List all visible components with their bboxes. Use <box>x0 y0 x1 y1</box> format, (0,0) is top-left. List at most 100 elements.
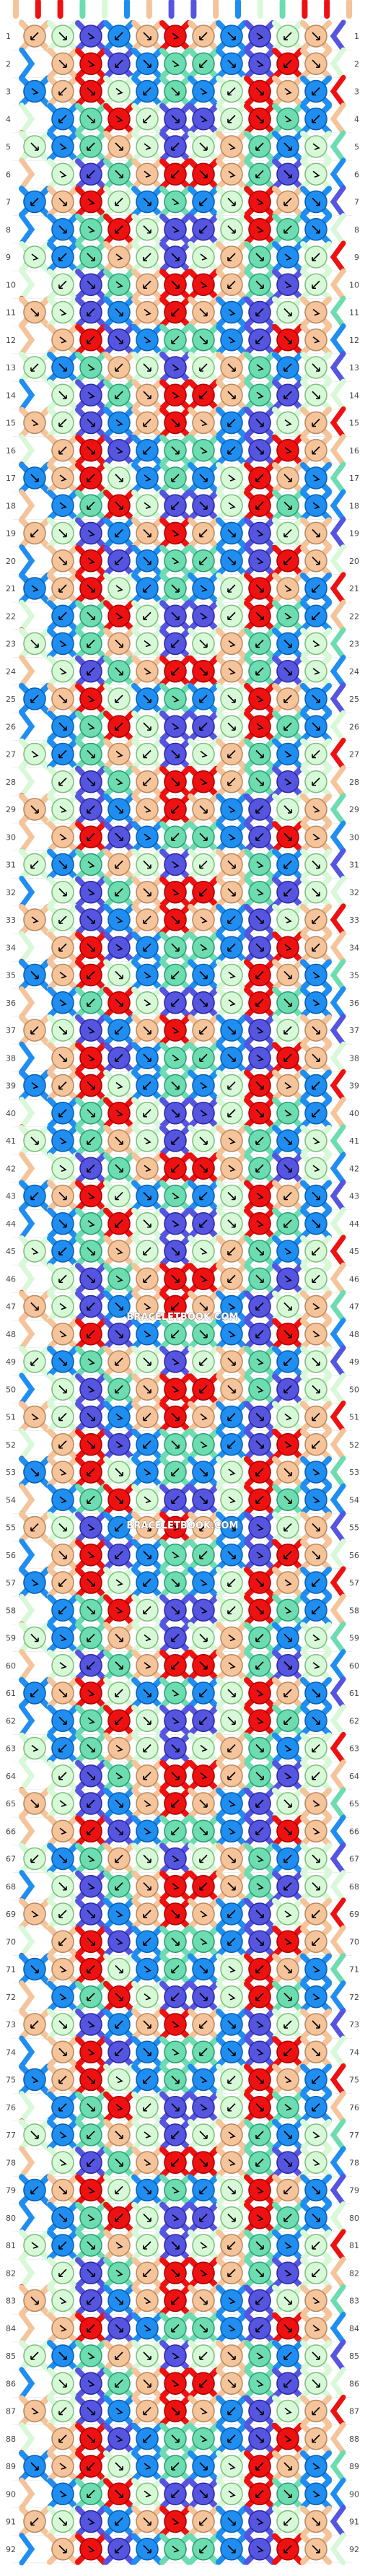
edge-strand-right <box>330 655 346 688</box>
knot <box>276 2289 299 2312</box>
knot-arrow-icon <box>115 667 123 676</box>
knot <box>79 1378 102 1401</box>
knot <box>164 1543 187 1567</box>
knot-arrow-icon <box>171 612 180 621</box>
knot <box>276 825 299 849</box>
knot <box>248 1211 271 1235</box>
knot <box>79 300 102 324</box>
knot <box>248 1129 271 1152</box>
knot <box>248 1681 271 1705</box>
knot-arrow-icon <box>312 446 320 455</box>
knot <box>192 715 215 739</box>
knot <box>107 1184 131 1208</box>
knot-arrow-icon <box>115 557 123 565</box>
knot <box>136 604 159 628</box>
knot-circle <box>220 2289 243 2312</box>
knot <box>248 880 271 904</box>
knot <box>248 1598 271 1622</box>
knot <box>248 604 271 628</box>
knot <box>164 659 187 683</box>
knot-circle <box>248 1847 271 1871</box>
knot <box>51 2178 74 2202</box>
knot <box>276 1985 299 2009</box>
knot <box>220 1461 243 1484</box>
knot-arrow-icon <box>283 528 292 538</box>
knot <box>220 2234 243 2257</box>
knot <box>23 2399 46 2423</box>
knot <box>51 963 74 987</box>
knot <box>164 1211 187 1235</box>
knot <box>276 1488 299 1512</box>
knot <box>192 1267 215 1291</box>
knot <box>220 494 243 518</box>
knot <box>23 798 46 821</box>
knot <box>276 1157 299 1180</box>
knot <box>136 521 159 545</box>
knot-arrow-icon <box>283 391 292 400</box>
knot <box>51 1819 74 1843</box>
edge-strand-right <box>330 572 346 605</box>
knot <box>192 2178 215 2202</box>
knot <box>248 715 271 739</box>
knot <box>276 135 299 158</box>
knot <box>304 135 327 158</box>
knot <box>107 1322 131 1346</box>
edge-strand-right <box>330 240 346 274</box>
knot-arrow-icon <box>58 59 67 69</box>
knot <box>79 438 102 462</box>
knot <box>79 1598 102 1622</box>
knot <box>136 2372 159 2396</box>
knot <box>51 107 74 131</box>
knot-arrow-icon <box>87 474 95 482</box>
edge-strand-right <box>330 737 346 771</box>
knot-circle <box>107 2427 131 2450</box>
knot <box>51 1598 74 1622</box>
knot-arrow-icon <box>312 32 320 40</box>
knot-arrow-icon <box>255 253 264 261</box>
knot <box>79 466 102 489</box>
edge-strand-left <box>19 655 35 688</box>
knot <box>136 190 159 214</box>
knot <box>304 2316 327 2340</box>
knot <box>276 1598 299 1622</box>
knot-arrow-icon <box>227 446 236 455</box>
knot <box>23 1626 46 1650</box>
knot <box>276 549 299 573</box>
knot <box>248 466 271 489</box>
knot-circle <box>23 1902 46 1926</box>
knot <box>136 1819 159 1843</box>
knot <box>164 1019 187 1042</box>
knot <box>248 1405 271 1429</box>
knot <box>304 991 327 1014</box>
edge-strand-right <box>330 323 346 357</box>
knot-arrow-icon <box>87 280 95 290</box>
knot <box>164 494 187 518</box>
knot-arrow-icon <box>255 584 264 593</box>
knot-arrow-icon <box>115 528 123 538</box>
knot <box>248 162 271 186</box>
knot <box>220 1405 243 1429</box>
knot-arrow-icon <box>31 585 39 592</box>
knot <box>304 1930 327 1954</box>
knot-arrow-icon <box>172 391 180 399</box>
knot <box>164 825 187 849</box>
knot <box>220 383 243 407</box>
edge-strand-right <box>330 710 346 743</box>
knot-arrow-icon <box>284 419 292 427</box>
knot <box>304 383 327 407</box>
knot <box>248 2178 271 2202</box>
knot-circle <box>51 1819 74 1843</box>
knot-circle <box>23 2068 46 2092</box>
knot <box>248 659 271 683</box>
knot <box>220 908 243 931</box>
knot <box>164 273 187 297</box>
knot <box>51 1322 74 1346</box>
knot <box>304 2040 327 2064</box>
edge-strand-right <box>330 1759 346 1793</box>
knot <box>304 1350 327 1373</box>
knot <box>304 1515 327 1539</box>
knot-arrow-icon <box>59 308 67 316</box>
knot-arrow-icon <box>255 474 264 482</box>
knot <box>220 1432 243 1456</box>
knot <box>220 1184 243 1208</box>
